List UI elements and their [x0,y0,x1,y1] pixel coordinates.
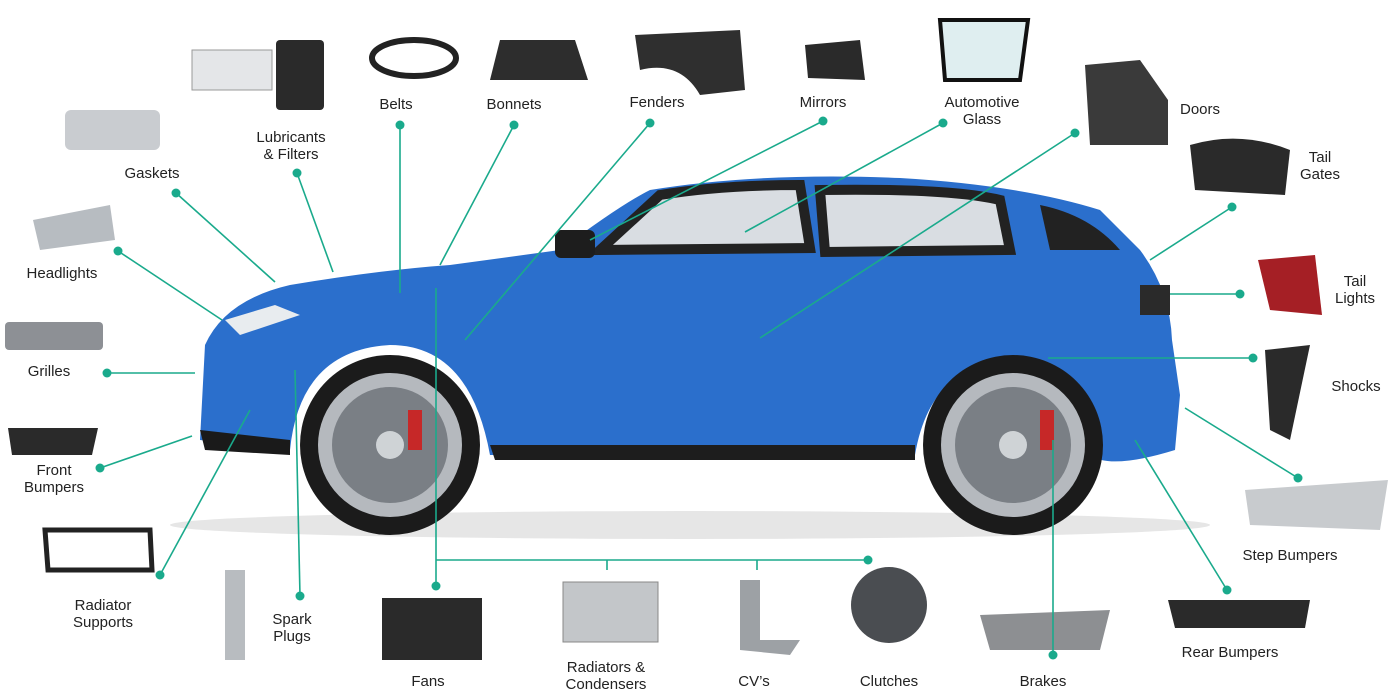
label-text: Glass [962,111,1002,128]
label-text: Clutches [859,673,919,690]
radiator-image [562,581,659,643]
leader-dots [95,116,1303,660]
label-text: Automotive [944,94,1020,111]
tail-light [1140,285,1170,315]
label-text: Brakes [1019,673,1067,690]
label-text: Bumpers [23,479,85,496]
label-text: Step Bumpers [1242,547,1338,564]
filter-image [191,49,273,91]
label-lubricants-filters: Lubricants& Filters [256,129,325,163]
glass-image [937,18,1031,82]
front-bumper-image [8,428,98,455]
rear-bumper-image [1168,600,1310,628]
mirror [555,230,595,258]
oil-can-image [276,40,324,110]
label-gaskets: Gaskets [124,165,179,182]
label-grilles: Grilles [28,363,71,380]
taillight-image [1258,255,1322,315]
leader-lines [99,120,1299,655]
radiator-support-image [42,527,155,573]
cv-image [740,580,800,655]
front-window [587,179,816,256]
label-radiators-condensers: Radiators &Condensers [566,659,647,693]
clutch-image [851,567,927,643]
label-text: Front [36,462,72,479]
label-text: Gaskets [124,165,180,182]
spark-plug-image [225,570,245,660]
label-text: Plugs [273,628,311,645]
label-text: Belts [379,96,413,113]
label-brakes: Brakes [1020,673,1067,690]
label-text: Rear Bumpers [1181,644,1279,661]
gasket-image [65,110,160,150]
label-text: & Filters [263,146,319,163]
front-bumper-trim [200,430,290,455]
brake-image [980,610,1110,650]
label-text: Shocks [1331,378,1381,395]
label-belts: Belts [379,96,412,113]
rear-wheel [923,355,1103,535]
label-text: Grilles [27,363,71,380]
grille-image [5,322,103,350]
label-text: Lubricants [256,129,326,146]
label-text: Tail [1308,149,1332,166]
label-text: Bonnets [486,96,542,113]
part-images [5,18,1388,660]
label-text: Fans [411,673,445,690]
label-text: Tail [1343,273,1367,290]
label-text: Gates [1299,166,1341,183]
label-text: Spark [272,611,312,628]
door-image [1085,60,1168,145]
fender-image [635,30,745,95]
label-text: Lights [1334,290,1376,307]
label-mirrors: Mirrors [800,94,847,111]
headlight [225,305,300,335]
belt-image [369,37,459,79]
step-bumper-image [1245,480,1388,530]
label-text: Mirrors [799,94,847,111]
label-rear-bumpers: Rear Bumpers [1182,644,1279,661]
label-clutches: Clutches [860,673,918,690]
label-text: Radiators & [566,659,646,676]
front-wheel [300,355,480,535]
bonnet-image [490,40,588,80]
label-text: Doors [1179,101,1221,118]
label-text: Supports [72,614,134,631]
label-fans: Fans [411,673,444,690]
label-cvs: CV’s [738,673,769,690]
headlight-image [33,205,115,250]
label-step-bumpers: Step Bumpers [1242,547,1337,564]
shock-image [1265,345,1310,440]
label-doors: Doors [1180,101,1220,118]
tailgate-image [1190,138,1290,195]
label-bonnets: Bonnets [486,96,541,113]
label-text: Fenders [629,94,685,111]
side-skirt [490,445,915,460]
label-text: CV’s [738,673,770,690]
mirror-image [805,40,865,80]
label-text: Condensers [565,676,647,693]
quarter-window [1040,205,1120,250]
label-headlights: Headlights [27,265,98,282]
label-text: Radiator [74,597,132,614]
car [200,176,1180,535]
label-text: Headlights [26,265,98,282]
label-shocks: Shocks [1331,378,1380,395]
fan-image [382,598,482,660]
rear-window [814,184,1017,258]
label-fenders: Fenders [629,94,684,111]
